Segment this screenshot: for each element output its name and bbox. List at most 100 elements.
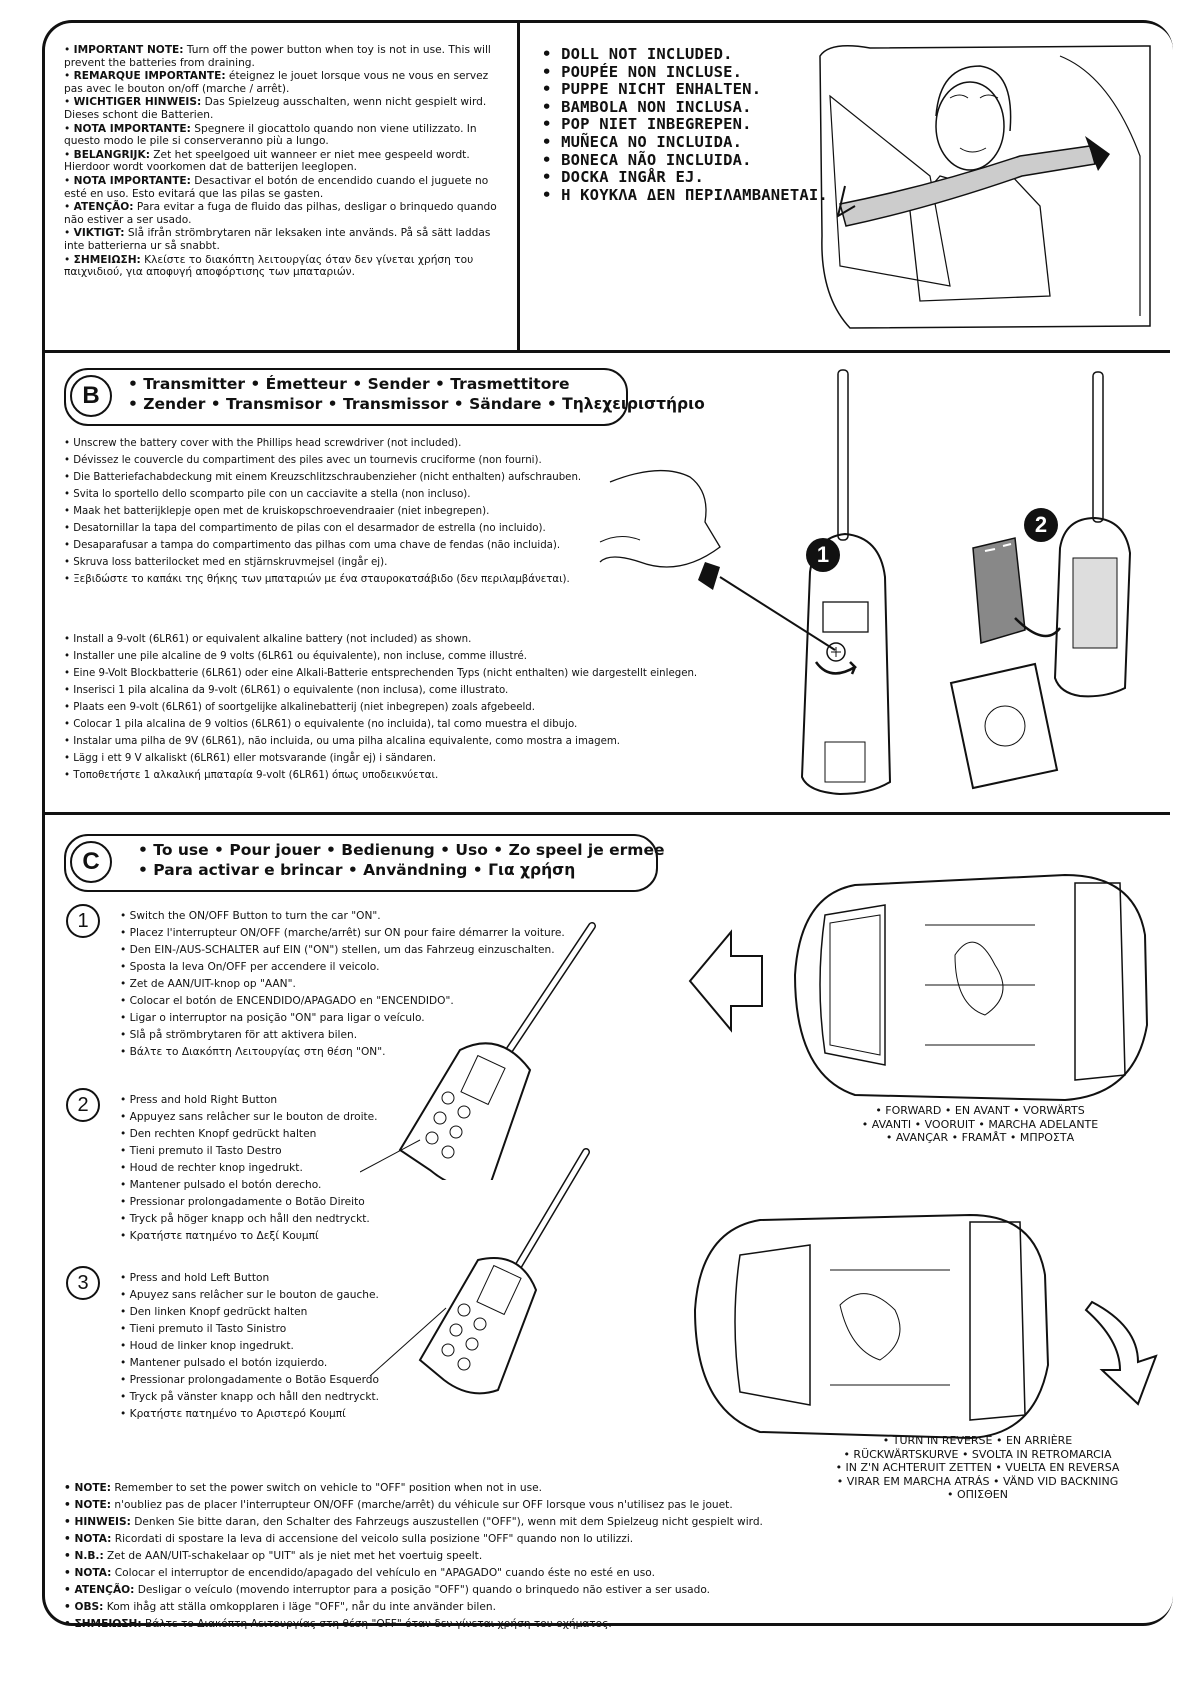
section-c-header <box>64 834 658 892</box>
instruction-line: • Tieni premuto il Tasto Sinistro <box>120 1323 287 1335</box>
instruction-line: • Die Batteriefachabdeckung mit einem Kr… <box>64 472 582 483</box>
section-b-header <box>64 368 628 426</box>
instruction-line: • Τοποθετήστε 1 αλκαλική μπαταρία 9-volt… <box>64 770 439 781</box>
note-item: • NOTA IMPORTANTE: Spegnere il giocattol… <box>64 122 477 148</box>
doll-line: • BAMBOLA NON INCLUSA. <box>542 97 752 116</box>
section-a-divider <box>517 22 520 351</box>
section-b-title-line: • Transmitter • Émetteur • Sender • Tras… <box>128 375 570 393</box>
remote-right-button-illustration <box>360 922 596 1180</box>
reverse-caption: • TURN IN REVERSE • EN ARRIÈRE • RÜCKWÄR… <box>795 1434 1160 1502</box>
instruction-line: • Desatornillar la tapa del compartiment… <box>64 523 546 534</box>
instruction-line: • Den EIN-/AUS-SCHALTER auf EIN ("ON") s… <box>120 944 555 956</box>
instruction-line: • Tryck på höger knapp och håll den nedt… <box>120 1213 370 1225</box>
note-item: • ATENÇÃO: Desligar o veículo (movendo i… <box>64 1584 711 1596</box>
instruction-line: • Maak het batterijklepje open met de kr… <box>64 506 490 517</box>
instruction-line: • Pressionar prolongadamente o Botão Dir… <box>120 1196 365 1208</box>
instruction-line: • Tryck på vänster knapp och håll den ne… <box>120 1391 379 1403</box>
note-item: • ΣΗΜΕΙΩΣΗ: Κλείστε το διακόπτη λειτουργ… <box>64 253 474 279</box>
doll-line: • Η ΚΟΥΚΛΑ ΔΕΝ ΠΕΡΙΛΑΜΒΑΝΕΤΑΙ. <box>542 185 828 204</box>
forward-caption: • FORWARD • EN AVANT • VORWÄRTS • AVANTI… <box>800 1104 1160 1145</box>
step-1-instructions: • Switch the ON/OFF Button to turn the c… <box>120 908 680 1061</box>
instruction-line: • Tieni premuto il Tasto Destro <box>120 1145 282 1157</box>
instruction-line: • Zet de AAN/UIT-knop op "AAN". <box>120 978 296 990</box>
doll-line: • BONECA NÃO INCLUIDA. <box>542 150 752 169</box>
instruction-line: • Install a 9-volt (6LR61) or equivalent… <box>64 634 472 645</box>
section-b-title: • Transmitter • Émetteur • Sender • Tras… <box>128 374 705 414</box>
car-top-view-forward-illustration <box>793 873 1149 1102</box>
instruction-line: • Den linken Knopf gedrückt halten <box>120 1306 308 1318</box>
note-item: • ΣΗΜΕΙΩΣΗ: Βάλτε το Διακόπτη Λειτουργία… <box>64 1618 612 1630</box>
transmitter-screwdriver-illustration <box>599 369 892 796</box>
caption-line: • RÜCKWÄRTSKURVE • SVOLTA IN RETROMARCIA <box>843 1447 1112 1461</box>
instruction-line: • Ξεβιδώστε το καπάκι της θήκης των μπατ… <box>64 574 570 585</box>
instruction-line: • Instalar uma pilha de 9V (6LR61), não … <box>64 736 621 747</box>
note-item: • N.B.: Zet de AAN/UIT-schakelaar op "UI… <box>64 1550 483 1562</box>
instruction-line: • Dévissez le couvercle du compartiment … <box>64 455 542 466</box>
note-item: • WICHTIGER HINWEIS: Das Spielzeug aussc… <box>64 96 487 121</box>
instruction-line: • Plaats een 9-volt (6LR61) of soortgeli… <box>64 702 536 713</box>
caption-line: • IN Z'N ACHTERUIT ZETTEN • VUELTA EN RE… <box>835 1461 1120 1474</box>
note-item: • NOTE: n'oubliez pas de placer l'interr… <box>64 1499 733 1511</box>
caption-line: • VIRAR EM MARCHA ATRÁS • VÄND VID BACKN… <box>836 1474 1119 1488</box>
step-3-number: 3 <box>66 1266 100 1300</box>
step-2-badge: 2 <box>1024 508 1058 542</box>
doll-line: • MUÑECA NO INCLUIDA. <box>542 132 743 151</box>
instruction-line: • Mantener pulsado el botón izquierdo. <box>120 1357 328 1369</box>
install-instructions: • Install a 9-volt (6LR61) or equivalent… <box>64 632 764 785</box>
caption-line: • TURN IN REVERSE • EN ARRIÈRE <box>882 1434 1073 1447</box>
step-2-instructions: • Press and hold Right Button • Appuyez … <box>120 1092 420 1245</box>
step-2-number: 2 <box>66 1088 100 1122</box>
note-item: • NOTE: Remember to set the power switch… <box>64 1482 543 1494</box>
page-frame <box>42 20 1173 1626</box>
section-a-bottom-rule <box>44 350 1170 353</box>
note-item: • NOTA: Colocar el interruptor de encend… <box>64 1567 655 1579</box>
instruction-line: • Βάλτε το Διακόπτη Λειτουργίας στη θέση… <box>120 1046 386 1058</box>
reverse-turn-arrow-icon <box>1084 1300 1158 1406</box>
doll-line: • POUPÉE NON INCLUSE. <box>542 62 743 81</box>
section-c-title: • To use • Pour jouer • Bedienung • Uso … <box>138 840 664 880</box>
instruction-line: • Houd de rechter knop ingedrukt. <box>120 1162 303 1174</box>
doll-line: • PUPPE NICHT ENHALTEN. <box>542 80 762 99</box>
caption-line: • AVANÇAR • FRAMÅT • ΜΠΡΟΣΤΑ <box>885 1131 1075 1144</box>
instruction-line: • Eine 9-Volt Blockbatterie (6LR61) oder… <box>64 668 698 679</box>
note-item: • HINWEIS: Denken Sie bitte daran, den S… <box>64 1516 763 1528</box>
instruction-line: • Sposta la leva On/OFF per accendere il… <box>120 961 380 973</box>
instruction-line: • Colocar 1 pila alcalina de 9 voltios (… <box>64 719 578 730</box>
caption-line: • FORWARD • EN AVANT • VORWÄRTS <box>875 1104 1085 1117</box>
instruction-line: • Inserisci 1 pila alcalina da 9-volt (6… <box>64 685 509 696</box>
instruction-line: • Press and hold Left Button <box>120 1272 270 1284</box>
doll-line: • DOLL NOT INCLUDED. <box>542 45 733 63</box>
instruction-line: • Placez l'interrupteur ON/OFF (marche/a… <box>120 927 565 939</box>
instruction-line: • Apuyez sans relâcher sur le bouton de … <box>120 1289 379 1301</box>
section-c-title-line: • Para activar e brincar • Användning • … <box>138 861 576 879</box>
instruction-line: • Appuyez sans relâcher sur le bouton de… <box>120 1111 378 1123</box>
instruction-line: • Slå på strömbrytaren för att aktivera … <box>120 1029 358 1041</box>
instruction-line: • Skruva loss batterilocket med en stjär… <box>64 557 388 568</box>
section-b-letter: B <box>70 375 112 417</box>
instruction-line: • Houd de linker knop ingedrukt. <box>120 1340 294 1352</box>
instruction-line: • Κρατήστε πατημένο το Αριστερό Κουμπί <box>120 1408 346 1420</box>
instruction-line: • Lägg i ett 9 V alkaliskt (6LR61) eller… <box>64 753 436 764</box>
instruction-line: • Press and hold Right Button <box>120 1094 278 1106</box>
step-1-number: 1 <box>66 904 100 938</box>
caption-line: • ΟΠΙΣΘΕΝ <box>947 1488 1008 1501</box>
doll-line: • DOCKA INGÅR EJ. <box>542 168 705 187</box>
transmitter-battery-illustration <box>949 371 1132 790</box>
note-item: • ATENÇÃO: Para evitar a fuga de fluido … <box>64 201 497 226</box>
instruction-line: • Mantener pulsado el botón derecho. <box>120 1179 322 1191</box>
step-3-instructions: • Press and hold Left Button • Apuyez sa… <box>120 1270 420 1423</box>
doll-not-included-list: • DOLL NOT INCLUDED. • POUPÉE NON INCLUS… <box>542 45 828 204</box>
instruction-line: • Colocar el botón de ENCENDIDO/APAGADO … <box>120 995 454 1007</box>
instruction-line: • Svita lo sportello dello scomparto pil… <box>64 489 471 500</box>
note-item: • BELANGRIJK: Zet het speelgoed uit wann… <box>64 148 470 174</box>
instruction-line: • Unscrew the battery cover with the Phi… <box>64 438 462 449</box>
instruction-line: • Κρατήστε πατημένο το Δεξί Κουμπί <box>120 1230 319 1242</box>
instruction-line: • Ligar o interruptor na posição "ON" pa… <box>120 1012 425 1024</box>
section-b-bottom-rule <box>44 812 1170 815</box>
instruction-line: • Desaparafusar a tampa do compartimento… <box>64 540 561 551</box>
caption-line: • AVANTI • VOORUIT • MARCHA ADELANTE <box>861 1117 1099 1131</box>
important-notes: • IMPORTANT NOTE: Turn off the power but… <box>64 44 504 280</box>
remote-left-button-illustration <box>369 1148 590 1395</box>
instruction-line: • Switch the ON/OFF Button to turn the c… <box>120 910 381 922</box>
forward-arrow-icon <box>688 929 763 1033</box>
